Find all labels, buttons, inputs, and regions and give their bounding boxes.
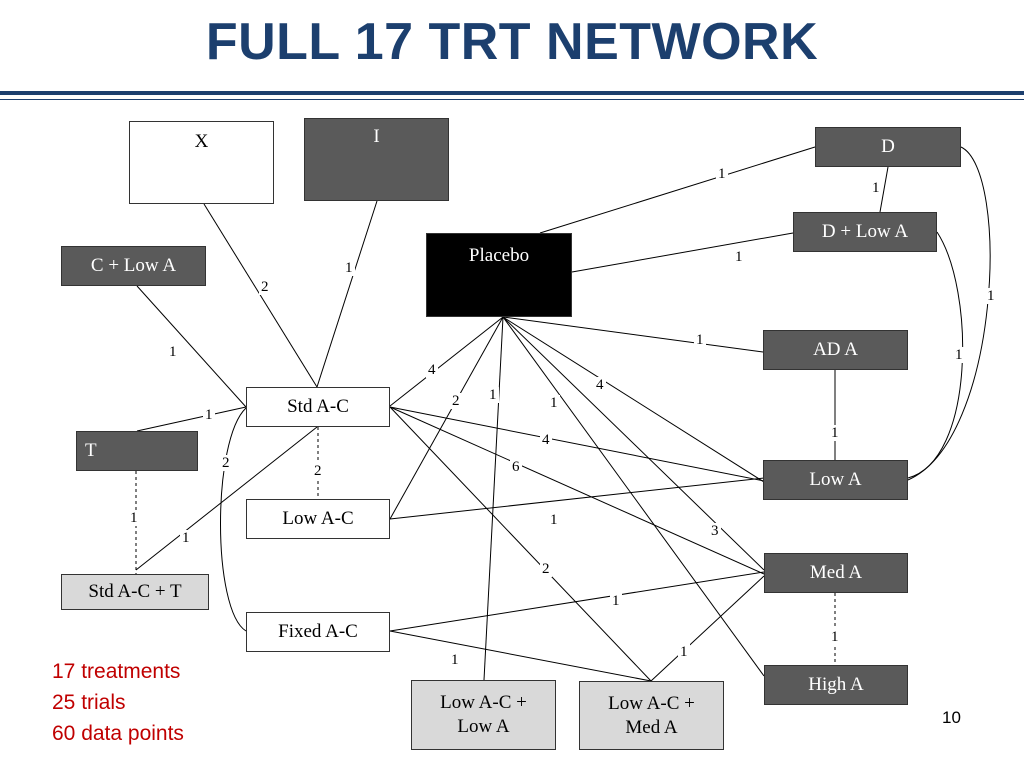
node-d: D <box>815 127 961 167</box>
node-low-a-c-low-a-line1: Low A-C + <box>440 692 527 713</box>
edge-placebo-higha <box>502 316 765 677</box>
edge-stdac-meda <box>389 406 765 575</box>
edge-label: 1 <box>343 260 355 276</box>
node-low-a: Low A <box>763 460 908 500</box>
summary-trials: 25 trials <box>52 691 126 714</box>
edge-t-stdac <box>136 406 247 432</box>
title-rule-thin <box>0 99 1024 100</box>
edge-d-dlowa <box>879 166 889 213</box>
edge-x-stdac <box>203 203 318 388</box>
edge-stdac-lacma <box>389 406 652 682</box>
edge-label: 1 <box>953 347 965 363</box>
edge-stdact-stdac <box>135 426 318 571</box>
edge-label: 1 <box>733 249 745 265</box>
edge-label: 1 <box>829 629 841 645</box>
node-med-a: Med A <box>764 553 908 593</box>
node-d-low-a: D + Low A <box>793 212 937 252</box>
node-low-a-c-med-a-line2: Med A <box>625 716 678 738</box>
edge-label: 2 <box>312 463 324 479</box>
edge-label: 1 <box>716 166 728 182</box>
edge-label: 1 <box>449 652 461 668</box>
edge-placebo-d <box>539 146 816 234</box>
edge-clowa-stdac <box>136 285 247 408</box>
edge-label: 4 <box>426 362 438 378</box>
edge-label: 1 <box>610 593 622 609</box>
edge-lowac-lowa <box>389 477 765 520</box>
node-std-a-c-t: Std A-C + T <box>61 574 209 610</box>
node-i: I <box>304 118 449 201</box>
page-number: 10 <box>942 708 961 727</box>
node-low-a-c-med-a-line1: Low A-C + <box>608 692 695 714</box>
edge-meda-lacma <box>650 575 765 682</box>
edge-label: 4 <box>540 432 552 448</box>
slide-title: FULL 17 TRT NETWORK <box>205 13 819 71</box>
node-t: T <box>76 431 198 471</box>
edge-label: 1 <box>548 512 560 528</box>
edge-d-lowa <box>907 146 991 481</box>
edge-placebo-dlowa <box>571 232 794 273</box>
node-x: X <box>129 121 274 204</box>
edge-label: 1 <box>694 332 706 348</box>
edge-placebo-stdac <box>389 316 504 407</box>
edge-label: 1 <box>203 407 215 423</box>
edge-placebo-meda <box>502 316 765 571</box>
edge-label: 2 <box>450 393 462 409</box>
edge-label: 1 <box>678 644 690 660</box>
node-low-a-c-low-a: Low A-C + Low A <box>411 680 556 750</box>
node-low-a-c-low-a-line2: Low A <box>457 716 510 737</box>
edge-i-stdac <box>316 200 378 388</box>
edge-label: 1 <box>985 288 997 304</box>
edge-label: 1 <box>870 180 882 196</box>
summary-block: 17 treatments 25 trials 60 data points <box>52 656 184 749</box>
edge-fixedac-meda <box>389 571 765 632</box>
node-std-a-c: Std A-C <box>246 387 390 427</box>
edge-placebo-lacla <box>483 316 504 681</box>
summary-data-points: 60 data points <box>52 722 184 745</box>
node-fixed-a-c: Fixed A-C <box>246 612 390 652</box>
edge-label: 1 <box>180 530 192 546</box>
summary-treatments: 17 treatments <box>52 660 181 683</box>
edge-label: 2 <box>220 455 232 471</box>
edge-placebo-lowa <box>502 316 765 483</box>
edge-stdac-fixedac <box>220 407 247 632</box>
edge-label: 1 <box>548 395 560 411</box>
node-c-low-a: C + Low A <box>61 246 206 286</box>
edge-fixedac-lacma <box>389 630 652 682</box>
edge-label: 1 <box>167 344 179 360</box>
edge-label: 2 <box>540 561 552 577</box>
edge-dlowa-lowa <box>907 231 964 479</box>
edge-stdac-lowa <box>389 406 765 482</box>
node-low-a-c: Low A-C <box>246 499 390 539</box>
edge-label: 1 <box>829 425 841 441</box>
edge-label: 6 <box>510 459 522 475</box>
node-high-a: High A <box>764 665 908 705</box>
edge-label: 4 <box>594 377 606 393</box>
edge-label: 3 <box>709 523 721 539</box>
edge-label: 1 <box>128 510 140 526</box>
edge-label: 2 <box>259 279 271 295</box>
node-low-a-c-med-a: Low A-C + Med A <box>579 681 724 750</box>
edge-placebo-ada <box>502 316 764 353</box>
edge-label: 1 <box>487 387 499 403</box>
node-placebo: Placebo <box>426 233 572 317</box>
title-rule-thick <box>0 91 1024 95</box>
node-ad-a: AD A <box>763 330 908 370</box>
